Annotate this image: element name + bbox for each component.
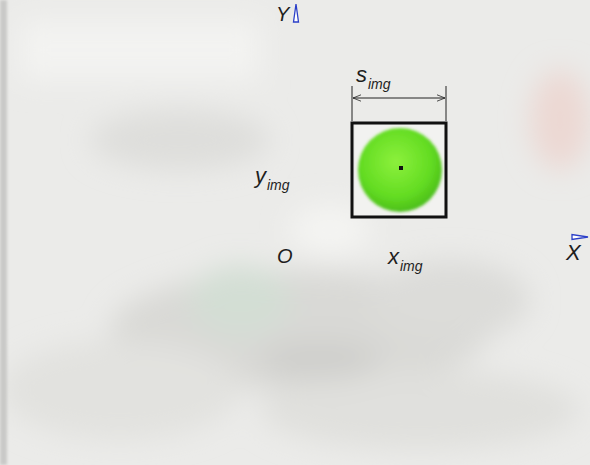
y-axis-arrow [294, 4, 299, 22]
x-axis-arrow [572, 235, 588, 240]
center-point [399, 166, 403, 170]
axis-label: Y [276, 4, 289, 24]
origin-label: O [277, 246, 293, 266]
subscript: img [400, 259, 423, 273]
coordinate-label: y [255, 165, 266, 187]
ball [355, 125, 444, 215]
dimension-label: s [356, 64, 367, 86]
coordinate-label: x [388, 246, 399, 268]
size-dimension [352, 86, 446, 121]
bounding-box [352, 123, 446, 217]
image-border [0, 0, 7, 465]
blurred-scene [0, 20, 590, 450]
subscript: img [267, 178, 290, 192]
subscript: img [368, 77, 391, 91]
axis-label: X [566, 242, 581, 264]
